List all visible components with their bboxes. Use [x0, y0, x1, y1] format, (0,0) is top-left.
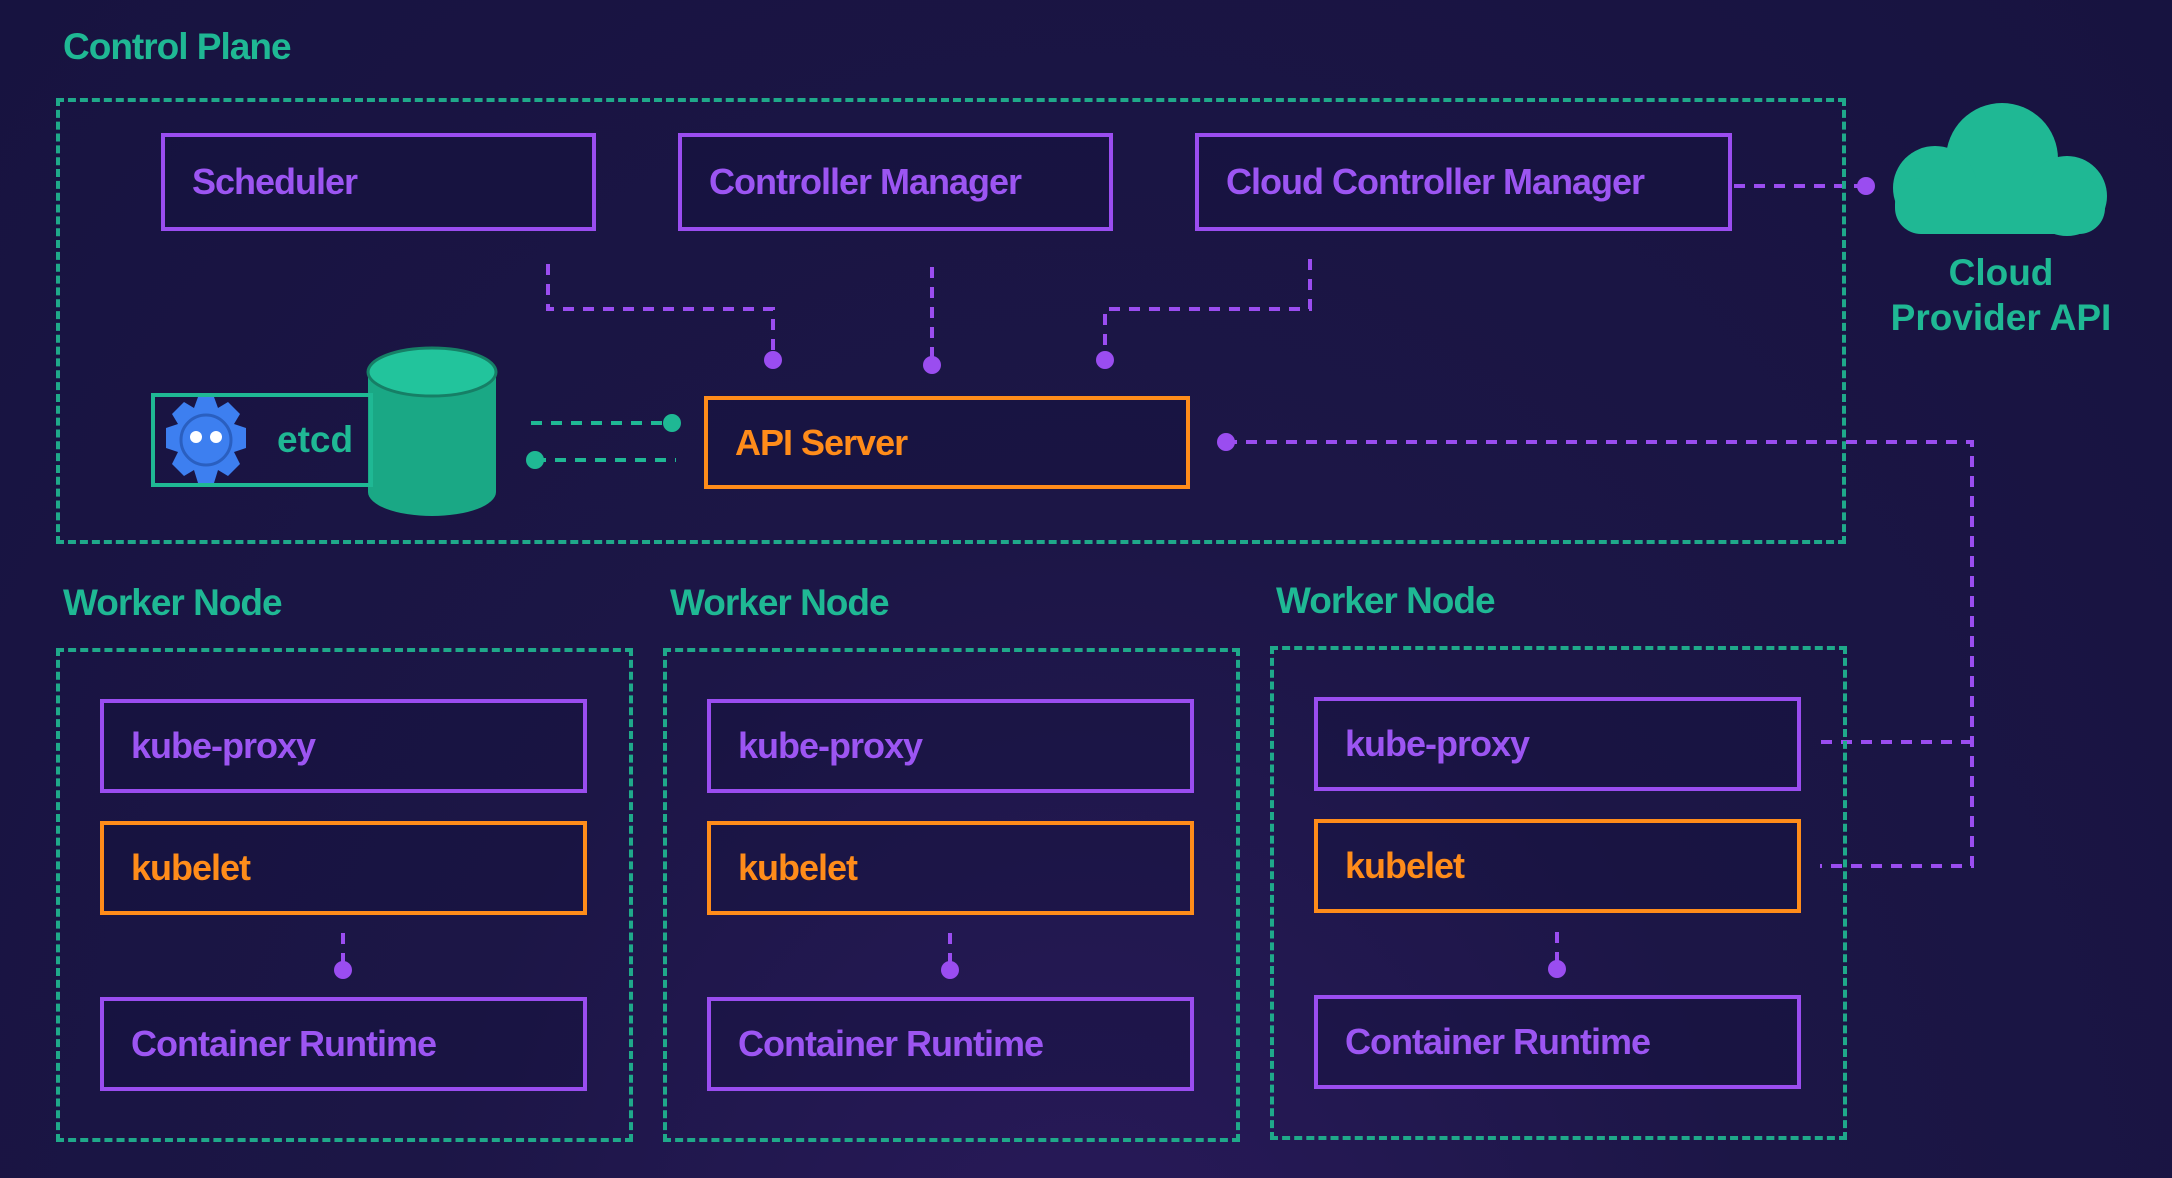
worker-node-region [56, 648, 633, 1142]
api-server-box[interactable]: API Server [704, 396, 1190, 489]
kube-proxy-box[interactable]: kube-proxy [1314, 697, 1801, 791]
kube-proxy-box[interactable]: kube-proxy [100, 699, 587, 793]
database-cylinder-icon [366, 346, 498, 516]
scheduler-box[interactable]: Scheduler [161, 133, 596, 231]
connector-scheduler-api [546, 264, 775, 358]
connector-dot [663, 414, 681, 432]
container-runtime-box[interactable]: Container Runtime [100, 997, 587, 1091]
control-plane-region [56, 98, 1846, 544]
etcd-box[interactable]: etcd [151, 393, 373, 487]
connector-dot [334, 961, 352, 979]
connector-dot [526, 451, 544, 469]
worker-node-label: Worker Node [670, 582, 890, 623]
kubelet-box[interactable]: kubelet [100, 821, 587, 915]
cloud-controller-manager-box[interactable]: Cloud Controller Manager [1195, 133, 1732, 231]
worker-node-region [1270, 646, 1847, 1140]
container-runtime-box[interactable]: Container Runtime [1314, 995, 1801, 1089]
connector-dot [923, 356, 941, 374]
etcd-label: etcd [277, 419, 354, 460]
container-runtime-box[interactable]: Container Runtime [707, 997, 1194, 1091]
connector-ccm-api [1103, 259, 1312, 358]
cloud-label-line1: Cloud [1948, 252, 2054, 293]
worker-node-label: Worker Node [1276, 580, 1496, 621]
cloud-provider-api-label: Cloud Provider API [1881, 250, 2121, 340]
cloud-label-line2: Provider API [1890, 297, 2112, 338]
connector-dot [1548, 960, 1566, 978]
cloud-icon [1893, 103, 2107, 236]
connector-dot [1217, 433, 1235, 451]
connector-dot [1096, 351, 1114, 369]
kubelet-box[interactable]: kubelet [707, 821, 1194, 915]
connector-dot [764, 351, 782, 369]
connector-api-workers [1226, 440, 1974, 868]
connector-dot [941, 961, 959, 979]
worker-node-label: Worker Node [63, 582, 283, 623]
etcd-logo-icon [166, 397, 246, 483]
kubelet-box[interactable]: kubelet [1314, 819, 1801, 913]
connector-dot [1857, 177, 1875, 195]
worker-node-region [663, 648, 1240, 1142]
control-plane-label: Control Plane [63, 26, 292, 67]
controller-manager-box[interactable]: Controller Manager [678, 133, 1113, 231]
kube-proxy-box[interactable]: kube-proxy [707, 699, 1194, 793]
